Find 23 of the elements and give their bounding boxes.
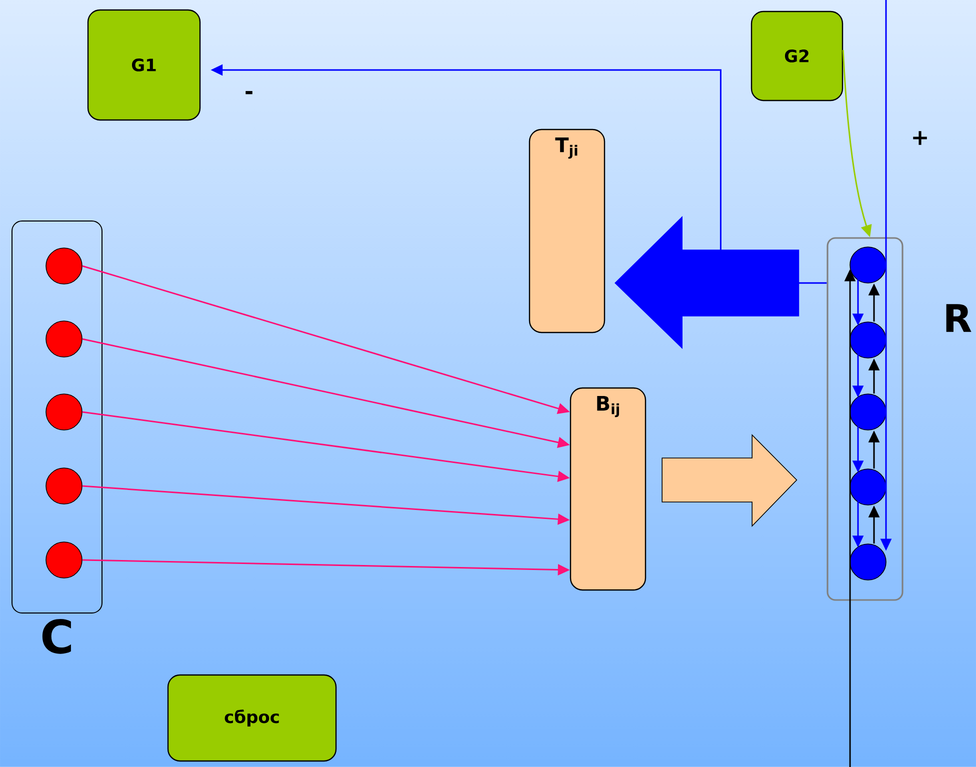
edge-label: +	[913, 131, 927, 145]
circle-node	[46, 394, 82, 430]
process-box: сброс	[167, 674, 337, 762]
edge-label: -	[246, 91, 252, 94]
circle-node	[46, 542, 82, 578]
circle-node	[850, 246, 886, 284]
circle-node	[46, 468, 82, 504]
node-label: C	[42, 619, 71, 654]
group-box: R	[826, 237, 972, 601]
node-label: R	[946, 304, 972, 332]
circle-node	[850, 322, 886, 358]
process-box: B$_{ij}$	[570, 387, 646, 591]
block-arrow	[614, 216, 800, 349]
process-box: T$_{ji}$	[528, 128, 606, 334]
circle-node	[46, 248, 82, 284]
circle-node	[46, 320, 82, 358]
circle-node	[850, 394, 886, 430]
process-box: G2	[750, 10, 844, 102]
circle-node	[850, 468, 886, 506]
process-box: G1	[87, 9, 201, 121]
group-box: C	[12, 220, 102, 654]
block-arrow	[662, 434, 798, 527]
circle-node	[850, 544, 886, 580]
